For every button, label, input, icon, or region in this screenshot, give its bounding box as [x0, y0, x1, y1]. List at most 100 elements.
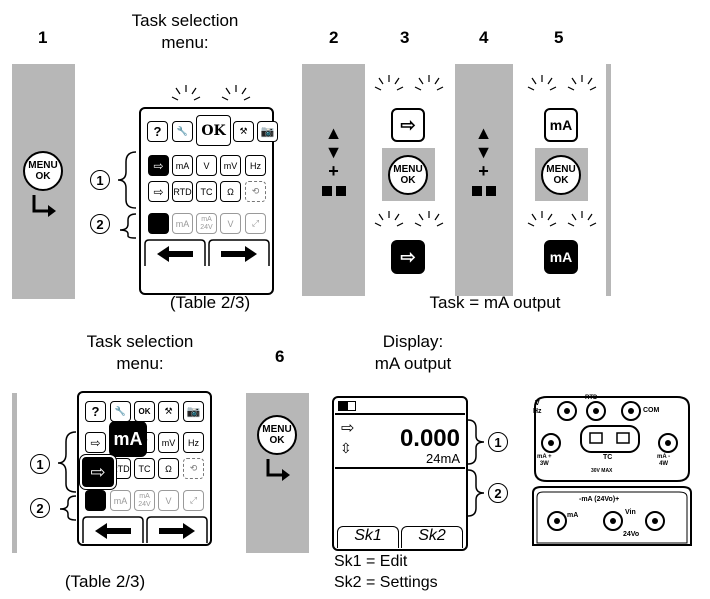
softkey-2[interactable]: Sk2 [401, 526, 463, 548]
mv-key[interactable]: mV [158, 432, 179, 453]
terminal-com-label: COM [643, 407, 660, 414]
group-2-circle-bottom: 2 [30, 498, 50, 518]
table-caption-bottom: (Table 2/3) [64, 572, 146, 591]
output-zoom-key-icon[interactable]: ⇨ [79, 454, 117, 490]
mA24v-dim-key[interactable]: mA 24V [196, 213, 217, 234]
hz-key[interactable]: Hz [183, 432, 204, 453]
display-panel [332, 396, 468, 551]
terminal-max-label: 30V MAX [591, 468, 613, 474]
menu-ok-button-step3[interactable]: MENU OK [388, 155, 428, 195]
brace-icon-bottom [57, 431, 77, 521]
mA-zoom-key[interactable]: mA [109, 421, 147, 457]
step2-panel [302, 64, 365, 296]
source-output-key-icon[interactable]: ⇨ [85, 432, 106, 453]
terminal-mA-plus-label: mA +3W [537, 454, 552, 468]
step4-panel [455, 64, 513, 296]
v-key[interactable]: V [196, 155, 217, 176]
task-mA-caption: Task = mA output [429, 293, 561, 312]
output-task-selected-icon: ⇨ [391, 240, 425, 274]
rtd-key[interactable]: RTD [172, 181, 193, 202]
flash-glow-icon-step5 [527, 75, 597, 91]
source-output-key-icon[interactable]: ⇨ [148, 155, 169, 176]
step-1-number: 1 [38, 28, 48, 47]
left-arrow-icon [157, 246, 193, 262]
hz-key[interactable]: Hz [245, 155, 266, 176]
menu-ok-button[interactable]: MENU OK [23, 151, 63, 191]
mA-task-selected-icon: mA [544, 240, 578, 274]
menu-label: MENU [28, 160, 58, 171]
mA-minus-text: mA - [657, 454, 671, 460]
step-4-number: 4 [479, 28, 489, 47]
w4-text: 4W [659, 461, 669, 467]
plus-sign: + [328, 161, 339, 181]
mA-plus-text: mA + [537, 454, 552, 460]
mA-key[interactable]: mA [172, 155, 193, 176]
brace-icon [117, 151, 137, 239]
mA24v-dim-key[interactable]: mA 24V [134, 490, 155, 511]
table-caption-top: (Table 2/3) [169, 293, 251, 312]
scale-dim-key-icon[interactable]: ⤢ [183, 490, 204, 511]
blank-black-key[interactable] [85, 490, 106, 511]
tool-key-icon[interactable]: ⚒ [233, 121, 254, 142]
menu-label: MENU [393, 164, 423, 175]
right-arrow-icon [221, 246, 257, 262]
loop-key-icon[interactable]: ⟲ [183, 458, 204, 479]
terminal-vin-label: Vin [625, 509, 636, 516]
group-1-circle-bottom: 1 [30, 454, 50, 474]
display-unit: 24mA [426, 451, 460, 466]
v-dim-key[interactable]: V [158, 490, 179, 511]
mA-dim-key[interactable]: mA [172, 213, 193, 234]
mv-key[interactable]: mV [220, 155, 241, 176]
sk1-caption: Sk1 = Edit [334, 553, 408, 570]
updown-icon: ⇳ [340, 440, 352, 456]
display-divider-2 [335, 467, 465, 469]
blank-black-key[interactable] [148, 213, 169, 234]
display-value: 0.000 [399, 425, 460, 452]
camera-key-icon[interactable]: 📷 [183, 401, 204, 422]
terminal-mA-label: mA [567, 512, 579, 519]
display-caption: Display: mA output [374, 332, 452, 373]
mA-dim-key[interactable]: mA [110, 490, 131, 511]
ohm-key[interactable]: Ω [158, 458, 179, 479]
scale-dim-key-icon[interactable]: ⤢ [245, 213, 266, 234]
hz-text: Hz [533, 408, 542, 415]
flash-glow-icon-step5b [527, 211, 597, 227]
loop-key-icon[interactable]: ⟲ [245, 181, 266, 202]
left-arrow-icon [95, 523, 131, 539]
up-down-plus-icon-step4: ▲▼+ [466, 124, 501, 200]
menu-ok-button-step6[interactable]: MENU OK [257, 415, 297, 455]
ok-key[interactable]: OK [196, 115, 231, 146]
task-menu-caption-top: Task selection menu: [131, 11, 239, 52]
left-separator-bottom [12, 393, 17, 553]
step-5-number: 5 [554, 28, 564, 47]
ohm-key[interactable]: Ω [220, 181, 241, 202]
step-3-number: 3 [400, 28, 410, 47]
menu-ok-button-step5[interactable]: MENU OK [541, 155, 581, 195]
sk2-caption: Sk2 = Settings [334, 574, 438, 591]
v-dim-key[interactable]: V [220, 213, 241, 234]
task-menu-caption-bottom: Task selection menu: [86, 332, 194, 373]
wrench-key-icon[interactable]: 🔧 [172, 121, 193, 142]
camera-key-icon[interactable]: 📷 [257, 121, 278, 142]
ok-key[interactable]: OK [134, 401, 155, 422]
battery-icon [338, 401, 356, 411]
tool-key-icon[interactable]: ⚒ [158, 401, 179, 422]
flash-glow-icon-step3b [374, 211, 444, 227]
help-key-icon[interactable]: ? [85, 401, 106, 422]
terminal-24vo-label: 24Vo [623, 531, 640, 538]
nav-arrows-bottom [82, 516, 208, 543]
softkey-1[interactable]: Sk1 [337, 526, 399, 548]
right-arrow-icon [159, 523, 195, 539]
terminal-mA-minus-label: mA -4W [657, 454, 670, 468]
plus-sign: + [478, 161, 489, 181]
v-text: V [534, 400, 540, 407]
enter-arrow-icon [32, 195, 56, 217]
tc-key[interactable]: TC [134, 458, 155, 479]
wrench-key-icon[interactable]: 🔧 [110, 401, 131, 422]
help-key-icon[interactable]: ? [147, 121, 168, 142]
tc-key[interactable]: TC [196, 181, 217, 202]
output-key-icon[interactable]: ⇨ [148, 181, 169, 202]
terminal-drawing [532, 396, 692, 546]
terminal-mA24-label: -mA (24Vo)+ [579, 496, 620, 503]
